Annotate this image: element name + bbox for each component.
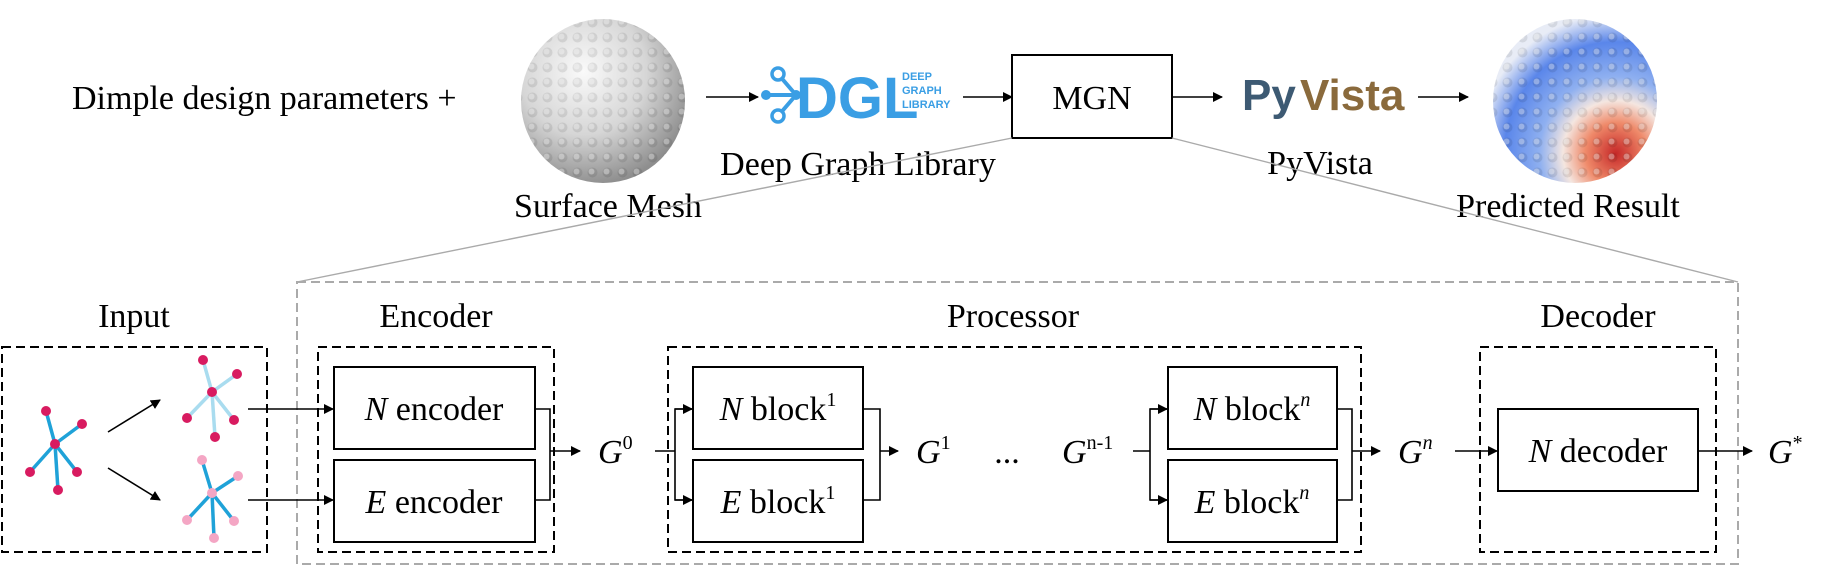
decoder-label: Decoder bbox=[1540, 298, 1656, 335]
blockn-split-bracket bbox=[1149, 408, 1167, 501]
n-decoder-box bbox=[1497, 408, 1699, 492]
block1-split-bracket bbox=[674, 408, 692, 501]
n-decoder-label: N decoder bbox=[1528, 433, 1668, 470]
e-block-1-box bbox=[692, 459, 864, 543]
edge-feature-graph-icon bbox=[182, 455, 243, 543]
n-block-1-box bbox=[692, 366, 864, 450]
e-block-n-box bbox=[1167, 459, 1338, 543]
pyvista-caption: PyVista bbox=[1267, 145, 1373, 182]
dgl-caption: Deep Graph Library bbox=[720, 146, 996, 183]
svg-text:Vista: Vista bbox=[1300, 71, 1405, 120]
block1-merge-bracket bbox=[863, 408, 881, 501]
n-block-1-label: N block1 bbox=[719, 389, 837, 428]
e-encoder-box bbox=[333, 459, 536, 543]
g0-label: G0 bbox=[598, 432, 633, 471]
svg-text:Py: Py bbox=[1242, 71, 1296, 120]
encoder-merge-bracket bbox=[535, 408, 551, 501]
g1-label: G1 bbox=[916, 432, 951, 471]
processor-label: Processor bbox=[947, 298, 1080, 335]
mgn-label: MGN bbox=[1052, 80, 1131, 117]
gn-label: Gn bbox=[1398, 432, 1433, 471]
input-label: Input bbox=[98, 298, 170, 335]
arrow-input-to-node-graph bbox=[107, 399, 161, 433]
decoder-frame bbox=[1479, 346, 1717, 553]
e-block-1-label: E block1 bbox=[720, 482, 836, 521]
pyvista-logo: Py Vista bbox=[1242, 71, 1405, 120]
zoom-line-left bbox=[296, 137, 1013, 283]
encoder-label: Encoder bbox=[379, 298, 493, 335]
golf-ball-mesh-image bbox=[521, 19, 685, 183]
dgl-logo-text: DGL bbox=[796, 66, 918, 131]
dgl-logo: DGL DEEP GRAPH LIBRARY bbox=[761, 66, 951, 131]
encoder-frame bbox=[317, 346, 555, 553]
svg-text:DEEP: DEEP bbox=[902, 71, 932, 83]
n-block-n-box bbox=[1167, 366, 1338, 450]
g-star-label: G* bbox=[1768, 432, 1803, 471]
input-frame bbox=[1, 346, 268, 553]
n-encoder-box bbox=[333, 366, 536, 450]
svg-text:GRAPH: GRAPH bbox=[902, 85, 942, 97]
zoom-line-right bbox=[1171, 137, 1739, 283]
dimple-params-text: Dimple design parameters + bbox=[72, 80, 457, 117]
n-encoder-label: N encoder bbox=[364, 391, 504, 428]
svg-text:LIBRARY: LIBRARY bbox=[902, 99, 951, 111]
arrow-input-to-edge-graph bbox=[107, 467, 161, 501]
predicted-result-image bbox=[1493, 19, 1657, 183]
mgn-detail-frame bbox=[296, 281, 1739, 565]
input-graph-icon bbox=[25, 406, 87, 495]
e-encoder-label: E encoder bbox=[365, 484, 504, 521]
node-feature-graph-icon bbox=[182, 355, 242, 442]
blockn-merge-bracket bbox=[1337, 408, 1353, 501]
e-block-n-label: E blockn bbox=[1194, 482, 1310, 521]
predicted-result-caption: Predicted Result bbox=[1456, 188, 1680, 225]
gn-minus-1-label: Gn-1 bbox=[1062, 432, 1113, 471]
n-block-n-label: N blockn bbox=[1193, 389, 1311, 428]
mgn-box bbox=[1011, 54, 1173, 139]
processor-ellipsis: ... bbox=[994, 434, 1020, 471]
